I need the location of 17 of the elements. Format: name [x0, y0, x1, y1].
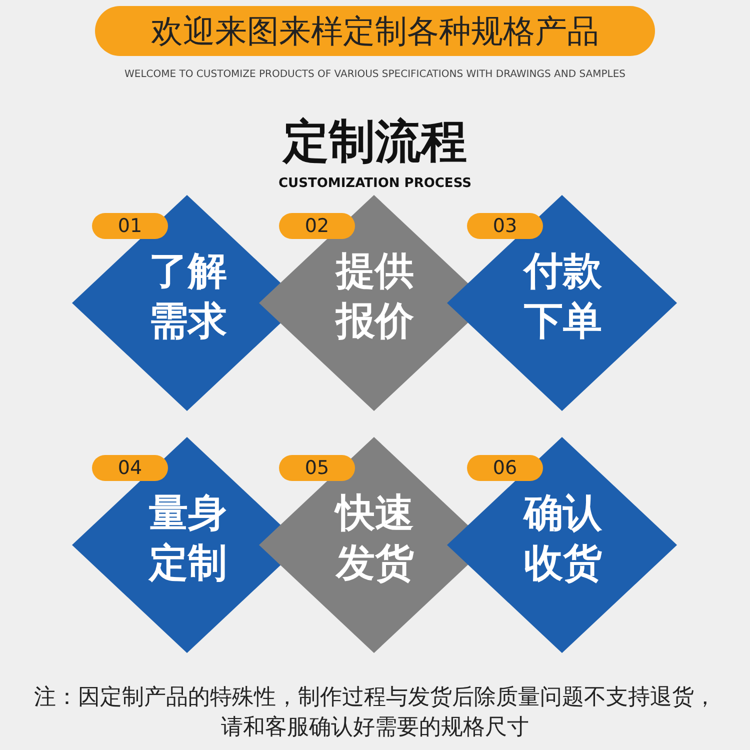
step-number-badge: 04 — [92, 455, 168, 481]
step-number-badge: 06 — [467, 455, 543, 481]
step-label: 提供报价 — [334, 248, 415, 346]
step-number-badge: 05 — [279, 455, 355, 481]
step-number-badge: 01 — [92, 213, 168, 239]
title-banner: 欢迎来图来样定制各种规格产品 — [95, 6, 655, 56]
step-number-badge: 03 — [467, 213, 543, 239]
subtitle: WELCOME TO CUSTOMIZE PRODUCTS OF VARIOUS SPECIFICATIONS WITH DRAWINGS AND SAMPLES — [124, 69, 626, 80]
step-label: 了解需求 — [148, 248, 228, 346]
step-label: 付款下单 — [522, 248, 603, 346]
section-heading: 定制流程 — [281, 113, 468, 169]
section-subheading: CUSTOMIZATION PROCESS — [278, 176, 472, 191]
footnote-text: 注：因定制产品的特殊性，制作过程与发货后除质量问题不支持退货，请和客服确认好需要的规格尺寸 — [33, 684, 717, 742]
step-label: 确认收货 — [522, 490, 603, 588]
step-number-badge: 02 — [279, 213, 355, 239]
step-label: 快速发货 — [334, 490, 415, 588]
step-label: 量身定制 — [147, 490, 228, 588]
